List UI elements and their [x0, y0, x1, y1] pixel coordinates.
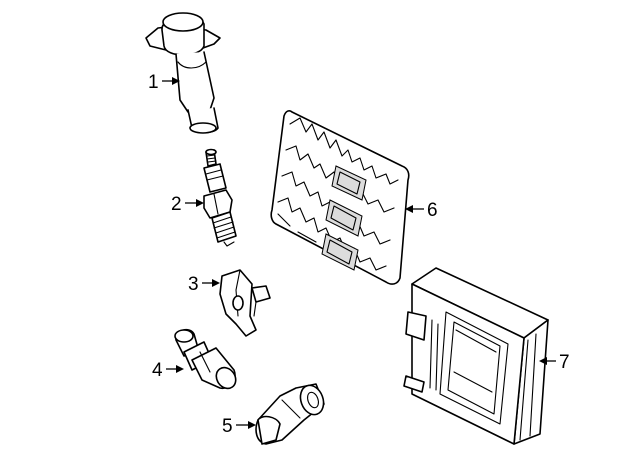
knock-sensor[interactable] [255, 382, 327, 445]
camshaft-position-sensor[interactable] [219, 269, 271, 337]
callout-2: 2 [171, 194, 204, 215]
spark-plug[interactable] [203, 148, 237, 247]
callout-4: 4 [152, 360, 184, 381]
ignition-coil[interactable] [145, 12, 221, 134]
callout-label-5: 5 [222, 416, 233, 437]
callout-label-1: 1 [148, 72, 159, 93]
callout-label-2: 2 [171, 194, 182, 215]
crankshaft-position-sensor[interactable] [174, 328, 240, 392]
callout-label-6: 6 [427, 200, 438, 221]
callout-5: 5 [222, 416, 256, 437]
ecm-bracket[interactable] [403, 267, 549, 445]
callout-label-7: 7 [559, 352, 570, 373]
callout-label-3: 3 [188, 274, 199, 295]
engine-control-module[interactable] [270, 110, 410, 285]
callout-6: 6 [405, 200, 438, 221]
callout-1: 1 [148, 72, 180, 93]
callout-3: 3 [188, 274, 220, 295]
callout-label-4: 4 [152, 360, 163, 381]
callout-7: 7 [539, 352, 570, 373]
